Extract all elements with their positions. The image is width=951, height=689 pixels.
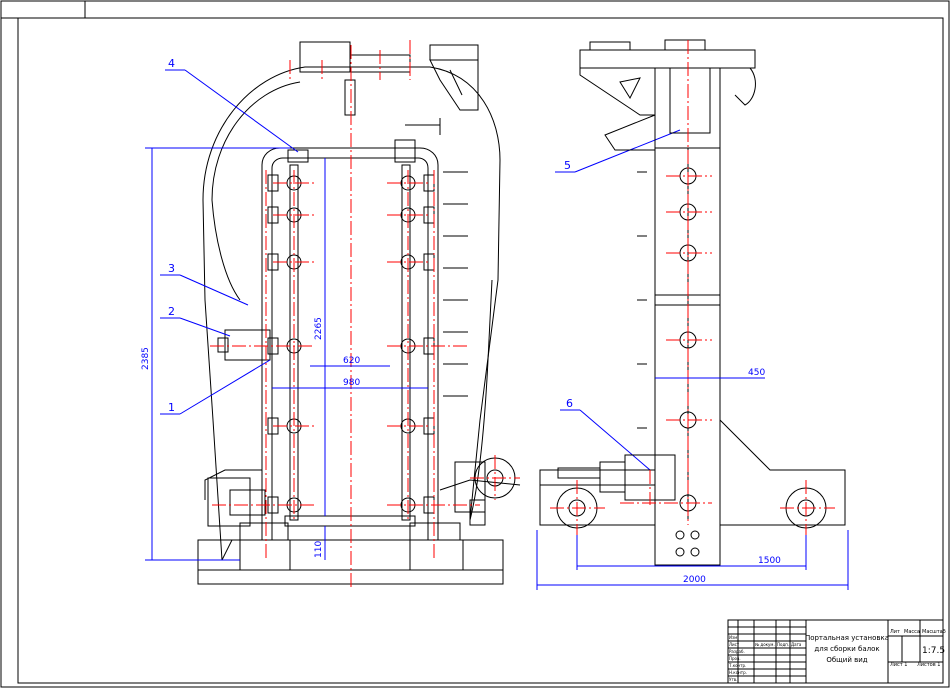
callout-6: 6 <box>566 397 573 410</box>
row-checked: Пров. <box>729 656 741 661</box>
callout-1: 1 <box>168 401 175 414</box>
dim-base-gap: 110 <box>314 541 324 558</box>
dimension-labels: 2385 2265 620 980 110 450 1500 2000 <box>141 317 781 585</box>
dim-inner-width: 620 <box>343 356 360 366</box>
col-mass: Масса <box>904 629 920 635</box>
top-left-box <box>0 0 86 19</box>
col-sign: Подп. <box>777 642 789 647</box>
sheet-count: Листов 1 <box>917 662 940 668</box>
side-centerlines <box>550 40 835 535</box>
callout-labels: 4 3 2 1 5 6 <box>168 57 573 414</box>
title-block <box>727 619 944 684</box>
callout-4: 4 <box>168 57 175 70</box>
title-line-2: для сборки балок <box>814 645 879 653</box>
title-line-1: Портальная установка <box>805 634 889 642</box>
dim-side-offset: 450 <box>748 368 765 378</box>
row-tech-control: Т.контр. <box>728 663 746 668</box>
title-block-text: Портальная установка для сборки балок Об… <box>728 629 946 682</box>
dim-overall-length: 2000 <box>683 575 706 585</box>
callout-3: 3 <box>168 262 175 275</box>
inner-frame <box>17 17 944 684</box>
row-norm-control: Н.контр. <box>729 670 747 675</box>
sheet-number: Лист 1 <box>890 662 907 668</box>
side-view <box>539 39 846 566</box>
side-dimensions <box>536 377 849 590</box>
callout-2: 2 <box>168 305 175 318</box>
col-scale: Масштаб <box>922 629 946 635</box>
dim-wheel-span: 1500 <box>758 556 781 566</box>
col-lit: Лит <box>890 629 900 635</box>
front-centerlines <box>210 40 520 590</box>
row-developed: Разраб. <box>729 649 745 654</box>
scale-value: 1:7.5 <box>922 646 945 656</box>
col-sheet: Лист <box>729 642 740 647</box>
row-change: Изм <box>729 635 737 640</box>
col-doc: № докум. <box>755 642 775 647</box>
leader-lines <box>160 69 681 471</box>
front-dimensions <box>145 147 428 561</box>
dim-overall-height: 2385 <box>141 347 151 370</box>
callout-5: 5 <box>564 159 571 172</box>
dim-inner-height: 2265 <box>314 317 324 340</box>
col-date: Дата <box>791 642 802 647</box>
drawing-subtitle: Общий вид <box>826 656 867 664</box>
row-approved: Утв. <box>729 677 737 682</box>
front-view <box>197 41 521 585</box>
dim-outer-width: 980 <box>343 378 360 388</box>
